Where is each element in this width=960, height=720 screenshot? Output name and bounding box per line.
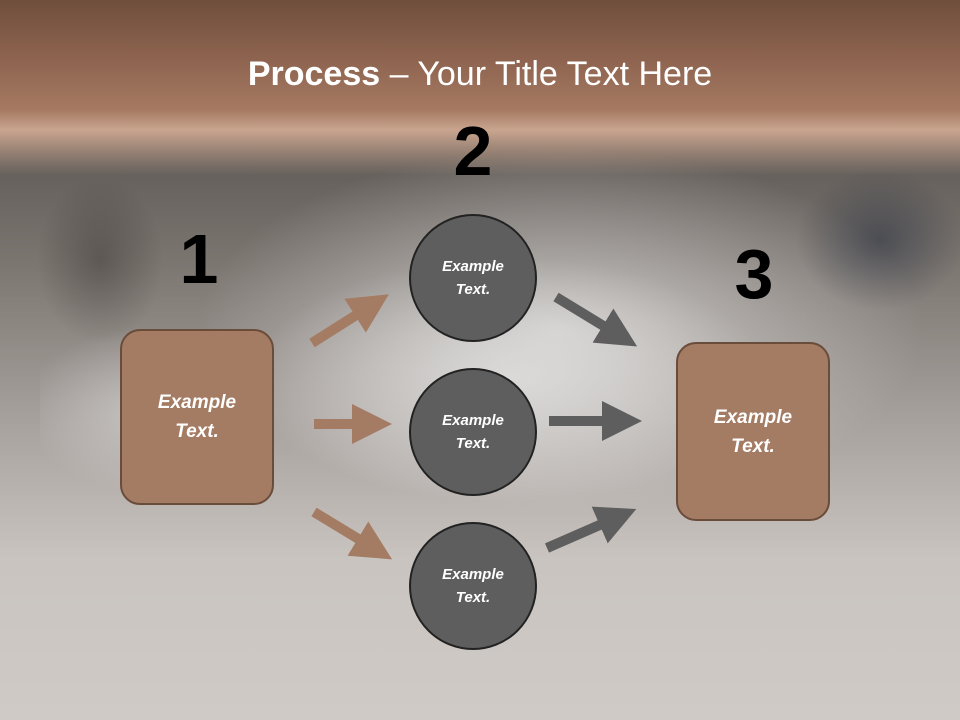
title-rest: – Your Title Text Here	[380, 55, 713, 93]
step-2-text-middle: Example Text.	[442, 412, 504, 452]
step-1-text: Example Text.	[157, 392, 237, 442]
slide-title: Process – Your Title Text Here	[0, 52, 960, 96]
step-2-circle-top: Example Text.	[409, 214, 537, 342]
step-2-text-bottom: Example Text.	[442, 566, 504, 606]
step-2-circle-middle: Example Text.	[409, 368, 537, 496]
step-2-circle-bottom: Example Text.	[409, 522, 537, 650]
title-bold: Process	[247, 55, 381, 93]
step-number-2: 2	[453, 112, 493, 190]
step-3-box: Example Text.	[676, 342, 830, 521]
step-number-3: 3	[734, 235, 774, 313]
arrow-1-to-2c	[311, 507, 393, 560]
step-number-1: 1	[179, 220, 219, 298]
arrow-2a-to-3	[553, 292, 638, 347]
arrow-2c-to-3	[544, 506, 637, 553]
arrow-1-to-2a	[309, 294, 389, 348]
step-3-text: Example Text.	[713, 406, 793, 457]
step-1-box: Example Text.	[120, 329, 274, 505]
step-2-text-top: Example Text.	[442, 258, 504, 298]
